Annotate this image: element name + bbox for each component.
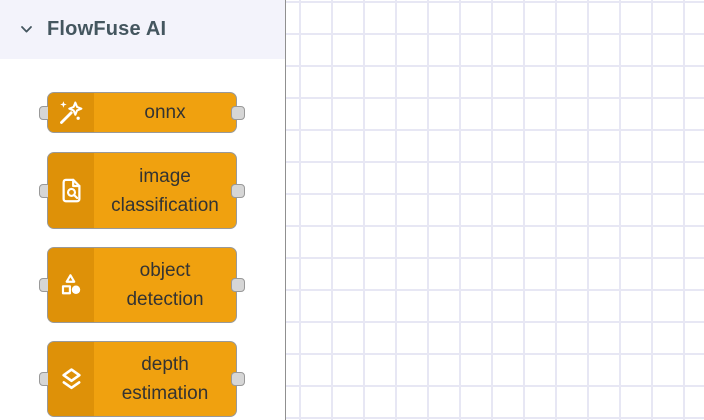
file-search-icon: [62, 178, 80, 203]
node-icon-region: [48, 153, 94, 228]
shapes-icon: [61, 274, 81, 295]
node-label: depth estimation: [121, 354, 209, 404]
palette-category-title: FlowFuse AI: [47, 18, 167, 40]
flow-canvas-grid[interactable]: [285, 0, 704, 420]
layers-icon: [61, 367, 81, 389]
node-icon-region: [48, 342, 94, 416]
palette-node-object-detection[interactable]: object detection: [39, 247, 245, 323]
output-port[interactable]: [231, 105, 245, 120]
wand-sparkles-icon: [60, 100, 83, 124]
node-label: onnx: [144, 102, 186, 123]
node-label: image classification: [111, 165, 219, 216]
palette-category-flowfuse-ai[interactable]: FlowFuse AI: [0, 0, 285, 59]
output-port[interactable]: [231, 183, 245, 198]
output-port[interactable]: [231, 278, 245, 292]
palette-node-onnx[interactable]: onnx: [39, 92, 245, 133]
node-icon-region: [48, 93, 94, 132]
palette-node-image-classification[interactable]: image classification: [39, 152, 245, 229]
palette-node-depth-estimation[interactable]: depth estimation: [39, 341, 245, 417]
chevron-down-icon[interactable]: [19, 22, 34, 37]
palette-sidebar: FlowFuse AI onnx: [0, 0, 285, 420]
node-icon-region: [48, 248, 94, 322]
output-port[interactable]: [231, 372, 245, 386]
node-label: object detection: [126, 260, 204, 310]
